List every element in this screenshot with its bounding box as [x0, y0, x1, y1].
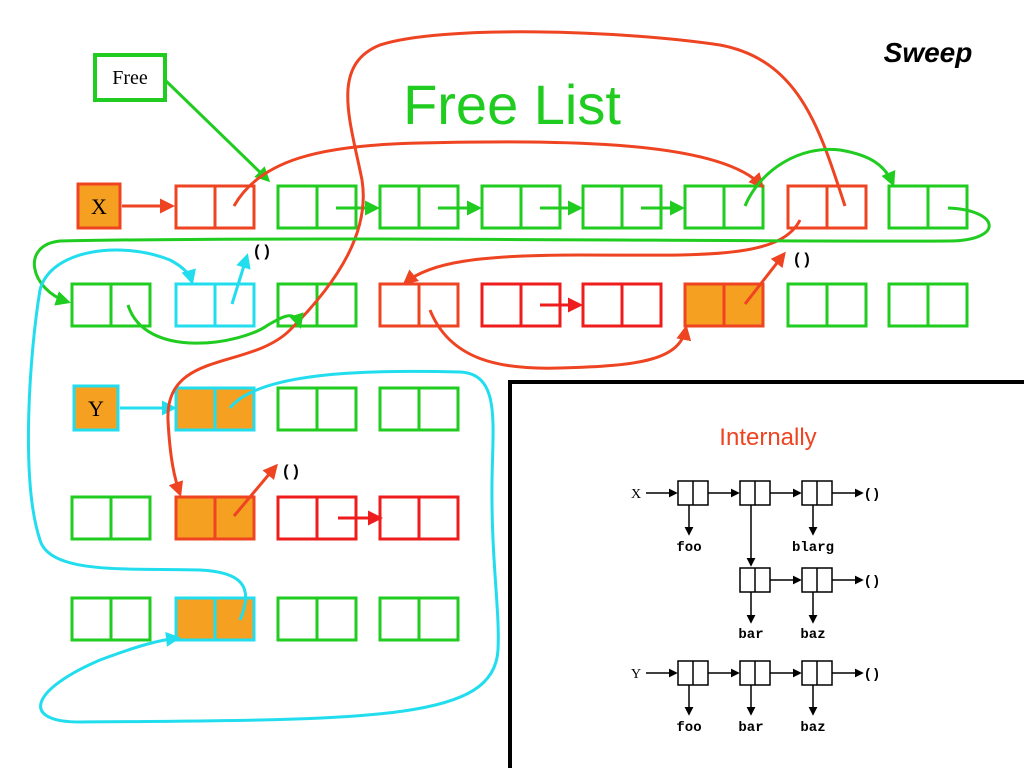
inset-cons-cell — [739, 660, 771, 686]
green-curve — [126, 304, 304, 345]
y-root-box: Y — [72, 384, 120, 432]
inset-nil-label: () — [864, 574, 881, 590]
green-curve — [743, 147, 896, 207]
cons-cell — [174, 596, 256, 642]
nil-label: () — [252, 243, 271, 261]
red-curve — [166, 30, 847, 497]
cyan-curves — [26, 248, 500, 724]
cons-cell — [276, 386, 358, 432]
red-curve — [402, 219, 802, 285]
red-curve — [232, 140, 765, 207]
inset-word-foo: foo — [676, 720, 701, 736]
x-root-box: X — [76, 182, 122, 230]
free-arrow — [163, 78, 271, 183]
inset-y-label: Y — [631, 667, 641, 682]
inset-cons-cell — [677, 480, 709, 506]
inset-word-blarg: blarg — [792, 540, 834, 556]
y-label: Y — [88, 396, 104, 421]
cons-cell — [581, 282, 663, 328]
cons-cell — [276, 596, 358, 642]
inset-cons-cell — [801, 660, 833, 686]
inset-word-baz: baz — [800, 720, 825, 736]
inset-nil-label: () — [864, 667, 881, 683]
cons-cell — [174, 495, 256, 541]
cons-cell — [70, 282, 152, 328]
cons-cell — [174, 282, 256, 328]
red-nil-arrow — [232, 463, 278, 517]
cons-cell — [276, 282, 358, 328]
cons-cell — [887, 282, 969, 328]
cons-cell — [174, 184, 256, 230]
free-pointer-box: Free — [93, 53, 167, 102]
cons-cell — [70, 596, 152, 642]
inset-cons-cell — [801, 567, 833, 593]
inset-word-baz: baz — [800, 627, 825, 643]
red-traversal-curves — [166, 30, 847, 497]
inset-cells — [677, 480, 833, 686]
red-nil-arrow — [743, 251, 786, 305]
inset-word-bar: bar — [738, 720, 763, 736]
cyan-curve — [39, 369, 500, 724]
cons-cell — [378, 596, 460, 642]
slide-title: Sweep — [884, 37, 973, 68]
inset-nil-label: () — [864, 487, 881, 503]
inset-arrows — [646, 488, 864, 716]
green-curve — [32, 206, 991, 306]
inset-cons-cell — [801, 480, 833, 506]
cons-cell — [378, 282, 460, 328]
internally-panel: Internally X Y () () — [508, 380, 1024, 768]
inset-word-foo: foo — [676, 540, 701, 556]
cons-cell — [786, 282, 868, 328]
inset-word-bar: bar — [738, 627, 763, 643]
internally-title: Internally — [719, 424, 816, 451]
inset-cons-cell — [739, 567, 771, 593]
cons-cell — [174, 386, 256, 432]
free-list-heading: Free List — [403, 73, 621, 136]
inset-cons-cell — [739, 480, 771, 506]
cons-cell — [683, 282, 765, 328]
inset-x-label: X — [631, 487, 641, 502]
nil-label: () — [281, 463, 300, 481]
free-label: Free — [112, 67, 148, 89]
green-free-list-curves — [32, 147, 991, 345]
inset-cons-cell — [677, 660, 709, 686]
red-curve — [428, 309, 692, 370]
cyan-curve — [26, 248, 248, 621]
cons-cell — [378, 184, 460, 230]
x-label: X — [91, 194, 107, 219]
cyan-nil-arrow — [230, 253, 251, 305]
cons-cell — [378, 495, 460, 541]
cons-cell — [378, 386, 460, 432]
cons-cell — [70, 495, 152, 541]
nil-label: () — [792, 251, 811, 269]
